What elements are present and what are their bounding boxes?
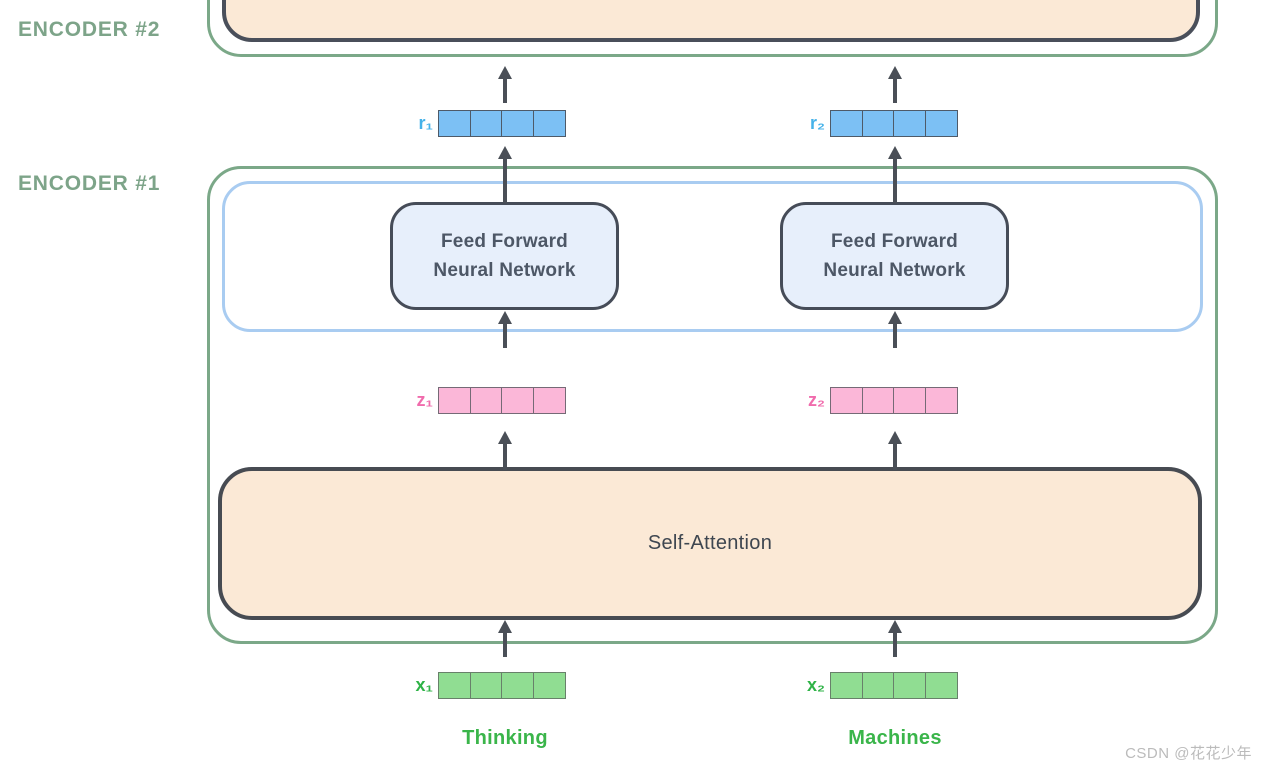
vector-cell (893, 672, 926, 699)
vector-cell (893, 387, 926, 414)
vector-cell (501, 387, 534, 414)
vector-z1-label: z₁ (416, 390, 433, 410)
input-word-2: Machines (848, 727, 942, 749)
vector-cell (501, 672, 534, 699)
up-arrow-icon (497, 66, 512, 103)
vector-cell (532, 110, 566, 137)
up-arrow-icon (887, 311, 902, 348)
vector-z2-label: z₂ (808, 390, 825, 410)
watermark: CSDN @花花少年 (1125, 745, 1252, 762)
encoder-1-label: ENCODER #1 (18, 172, 161, 195)
vector-cell (532, 672, 566, 699)
up-arrow-icon (887, 431, 902, 470)
vector-x2: x₂ (794, 672, 958, 699)
vector-cell (893, 110, 926, 137)
vector-cell (830, 387, 863, 414)
vector-cell (438, 672, 471, 699)
vector-cell (861, 672, 895, 699)
vector-cell (438, 110, 471, 137)
up-arrow-icon (497, 620, 512, 657)
up-arrow-icon (497, 431, 512, 470)
up-arrow-icon (887, 146, 902, 203)
vector-z1: z₁ (402, 387, 566, 414)
feed-forward-block-2: Feed Forward Neural Network (780, 202, 1009, 310)
vector-cell (469, 387, 503, 414)
encoder-2-label: ENCODER #2 (18, 18, 161, 41)
vector-r1-cells (438, 110, 566, 137)
vector-cell (532, 387, 566, 414)
vector-cell (469, 672, 503, 699)
vector-cell (438, 387, 471, 414)
vector-cell (924, 110, 958, 137)
vector-x1-cells (438, 672, 566, 699)
vector-cell (830, 110, 863, 137)
vector-r2-label: r₂ (809, 113, 825, 133)
vector-z2: z₂ (794, 387, 958, 414)
vector-x2-label: x₂ (806, 675, 825, 695)
up-arrow-icon (887, 66, 902, 103)
vector-x2-cells (830, 672, 958, 699)
vector-x1: x₁ (402, 672, 566, 699)
vector-cell (501, 110, 534, 137)
vector-cell (830, 672, 863, 699)
up-arrow-icon (887, 620, 902, 657)
input-word-1: Thinking (462, 727, 548, 749)
vector-cell (924, 672, 958, 699)
vector-r1-label: r₁ (418, 113, 433, 133)
vector-r2-cells (830, 110, 958, 137)
vector-cell (924, 387, 958, 414)
vector-cell (469, 110, 503, 137)
vector-r1: r₁ (402, 110, 566, 137)
up-arrow-icon (497, 311, 512, 348)
vector-cell (861, 387, 895, 414)
encoder-2-inner-block (222, 0, 1200, 42)
vector-cell (861, 110, 895, 137)
vector-z1-cells (438, 387, 566, 414)
feed-forward-block-1: Feed Forward Neural Network (390, 202, 619, 310)
vector-z2-cells (830, 387, 958, 414)
vector-x1-label: x₁ (415, 675, 433, 695)
up-arrow-icon (497, 146, 512, 203)
feed-forward-layer-container (222, 181, 1203, 332)
self-attention-block: Self-Attention (218, 467, 1202, 620)
vector-r2: r₂ (794, 110, 958, 137)
